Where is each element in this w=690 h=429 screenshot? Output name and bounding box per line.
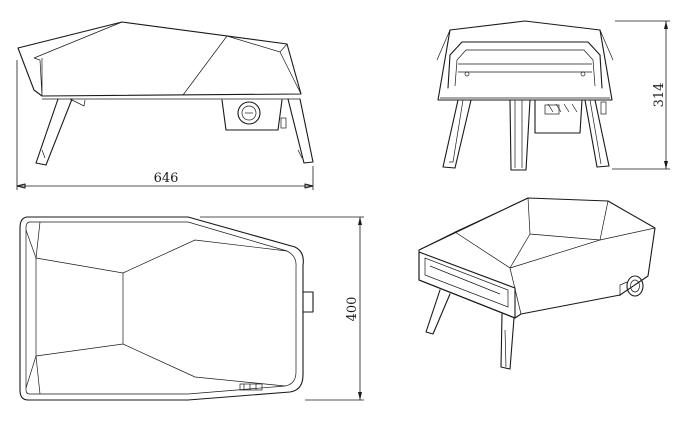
width-dimension-label: 646 xyxy=(154,171,179,186)
top-view: 400 xyxy=(19,216,364,401)
side-view: 646 xyxy=(16,21,314,190)
isometric-view xyxy=(418,197,656,370)
gas-knob-icon xyxy=(237,101,261,125)
gas-knob-icon xyxy=(626,275,644,297)
front-view: 314 xyxy=(436,20,670,171)
height-dimension-label: 314 xyxy=(652,83,667,108)
depth-dimension-label: 400 xyxy=(345,297,360,322)
